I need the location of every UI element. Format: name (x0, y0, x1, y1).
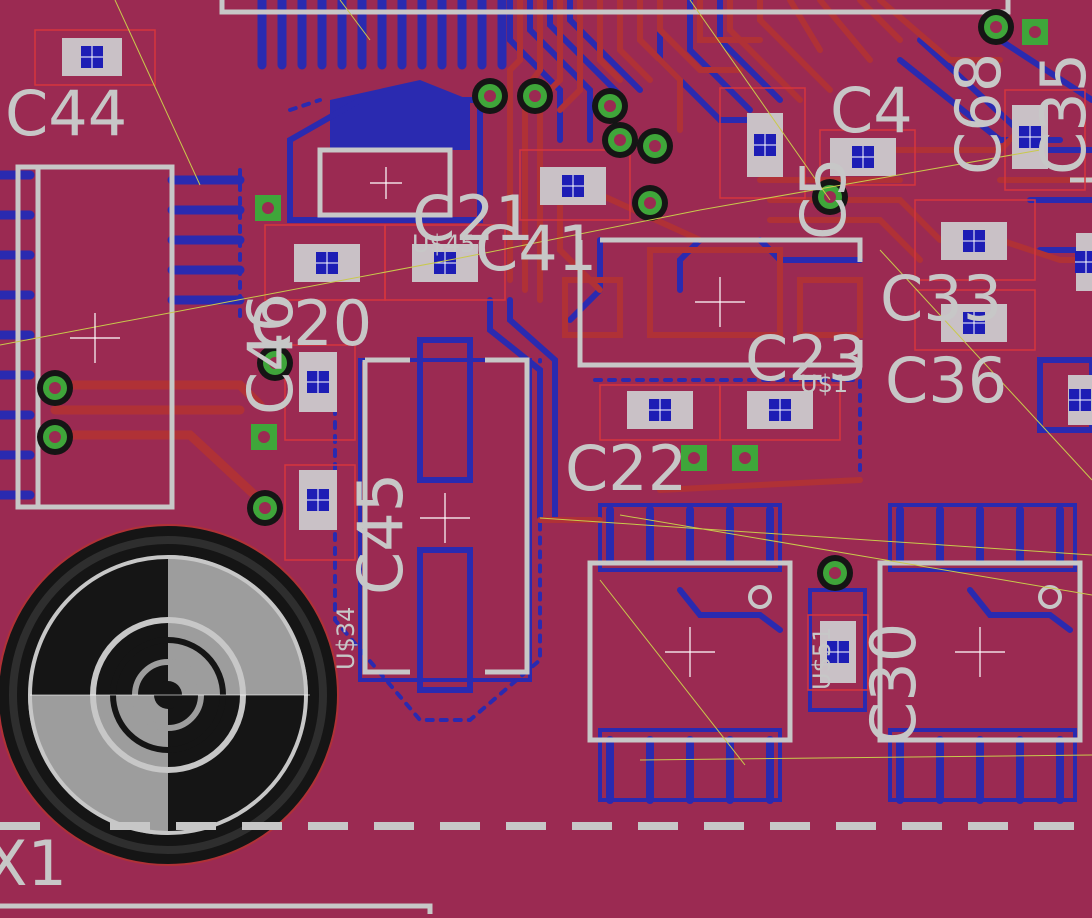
u-left-pins (606, 506, 774, 804)
ratsnest (0, 0, 1092, 766)
label-c46: C46 (234, 293, 307, 415)
label-u45: U$45 (412, 230, 475, 258)
via-hole (269, 357, 281, 369)
label-c35: C35 (1027, 53, 1092, 175)
label-c22: C22 (565, 432, 687, 505)
label-c30: C30 (857, 623, 930, 745)
label-c68: C68 (942, 53, 1015, 175)
via-hole (258, 431, 270, 443)
via-hole (484, 90, 496, 102)
via-hole (739, 452, 751, 464)
left-connector-fingers (0, 170, 245, 500)
via-hole (614, 134, 626, 146)
via-hole (649, 140, 661, 152)
via-hole (259, 502, 271, 514)
via-hole (604, 100, 616, 112)
tdocu-outlines (34, 29, 1086, 691)
label-u34: U$34 (332, 607, 360, 670)
origin-crosses (70, 167, 1005, 677)
via-hole (49, 431, 61, 443)
mounting-hole (0, 524, 339, 866)
u-right-pins (896, 506, 1064, 804)
via-hole (1029, 26, 1041, 38)
label-u51: U$51 (808, 627, 836, 690)
label-c41: C41 (475, 212, 597, 285)
label-c45: C45 (344, 473, 417, 595)
label-c36: C36 (885, 344, 1007, 417)
via-hole (644, 197, 656, 209)
via-hole (688, 452, 700, 464)
label-c20: C20 (250, 287, 372, 360)
label-c4: C4 (830, 74, 913, 147)
label-c44: C44 (5, 77, 127, 150)
label-c5: C5 (787, 157, 860, 240)
component-labels: C44 C21 U$45 C41 C4 C5 C68 C35 C33 C36 C… (0, 53, 1092, 900)
via-hole (262, 202, 274, 214)
vias (37, 9, 1048, 591)
label-x1: X1 (0, 827, 67, 900)
label-c21: C21 (412, 182, 534, 255)
via-hole (990, 21, 1002, 33)
label-c33: C33 (880, 262, 1002, 335)
via-hole (529, 90, 541, 102)
via-hole (829, 567, 841, 579)
label-u1: U$1 (800, 370, 848, 398)
via-hole (49, 382, 61, 394)
via-hole (824, 191, 836, 203)
smd-pads (62, 38, 1092, 683)
label-c23: C23 (745, 322, 867, 395)
